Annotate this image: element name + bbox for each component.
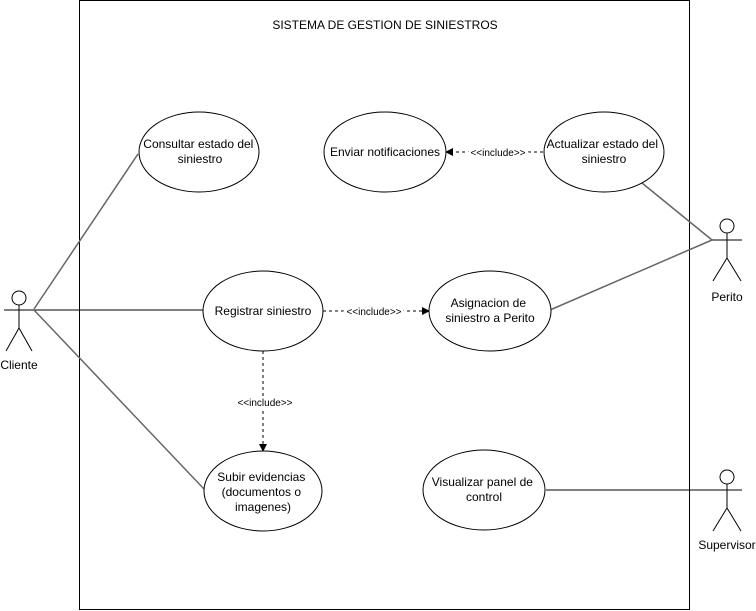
assoc-perito-asignacion: [549, 239, 713, 311]
usecase-consultar-estado[interactable]: Consultar estado del siniestro: [138, 111, 260, 193]
usecase-asignacion-label: Asignacion de siniestro a Perito: [445, 296, 535, 325]
system-title: SISTEMA DE GESTION DE SINIESTROS: [272, 18, 497, 32]
usecase-registrar-siniestro[interactable]: Registrar siniestro: [202, 270, 324, 352]
actor-perito[interactable]: Perito: [711, 218, 743, 304]
usecase-registrar-label: Registrar siniestro: [215, 304, 312, 318]
actor-supervisor-label: Supervisor: [698, 538, 755, 552]
actor-supervisor[interactable]: Supervisor: [698, 469, 756, 552]
usecase-actualizar-label: Actualizar estado del siniestro: [547, 137, 662, 166]
actor-cliente-label: Cliente: [0, 358, 38, 372]
usecase-subir-evidencias[interactable]: Subir evidencias (documentos o imagenes): [203, 450, 323, 532]
include-label-vertical: <<include>>: [237, 398, 292, 409]
actor-cliente-icon: [4, 290, 34, 352]
usecase-actualizar-estado[interactable]: Actualizar estado del siniestro: [543, 111, 665, 193]
usecase-consultar-label: Consultar estado del siniestro: [143, 137, 256, 166]
include-label-middle: <<include>>: [346, 307, 401, 318]
assoc-cliente-subir: [33, 309, 205, 490]
assoc-perito-actualizar: [641, 182, 713, 241]
usecase-asignacion-perito[interactable]: Asignacion de siniestro a Perito: [428, 270, 552, 352]
include-label-top: <<include>>: [470, 148, 525, 159]
actor-perito-icon: [712, 218, 742, 282]
usecase-visualizar-panel[interactable]: Visualizar panel de control: [422, 449, 546, 531]
assoc-cliente-consultar: [33, 153, 139, 310]
system-boundary: [79, 0, 690, 610]
usecase-enviar-notificaciones[interactable]: Enviar notificaciones: [323, 111, 447, 193]
usecase-enviar-label: Enviar notificaciones: [330, 145, 440, 159]
actor-perito-label: Perito: [711, 290, 743, 304]
actor-supervisor-icon: [712, 469, 742, 532]
usecase-visualizar-label: Visualizar panel de control: [432, 475, 537, 504]
usecase-subir-label: Subir evidencias (documentos o imagenes): [217, 470, 308, 514]
actor-cliente[interactable]: Cliente: [0, 290, 38, 372]
